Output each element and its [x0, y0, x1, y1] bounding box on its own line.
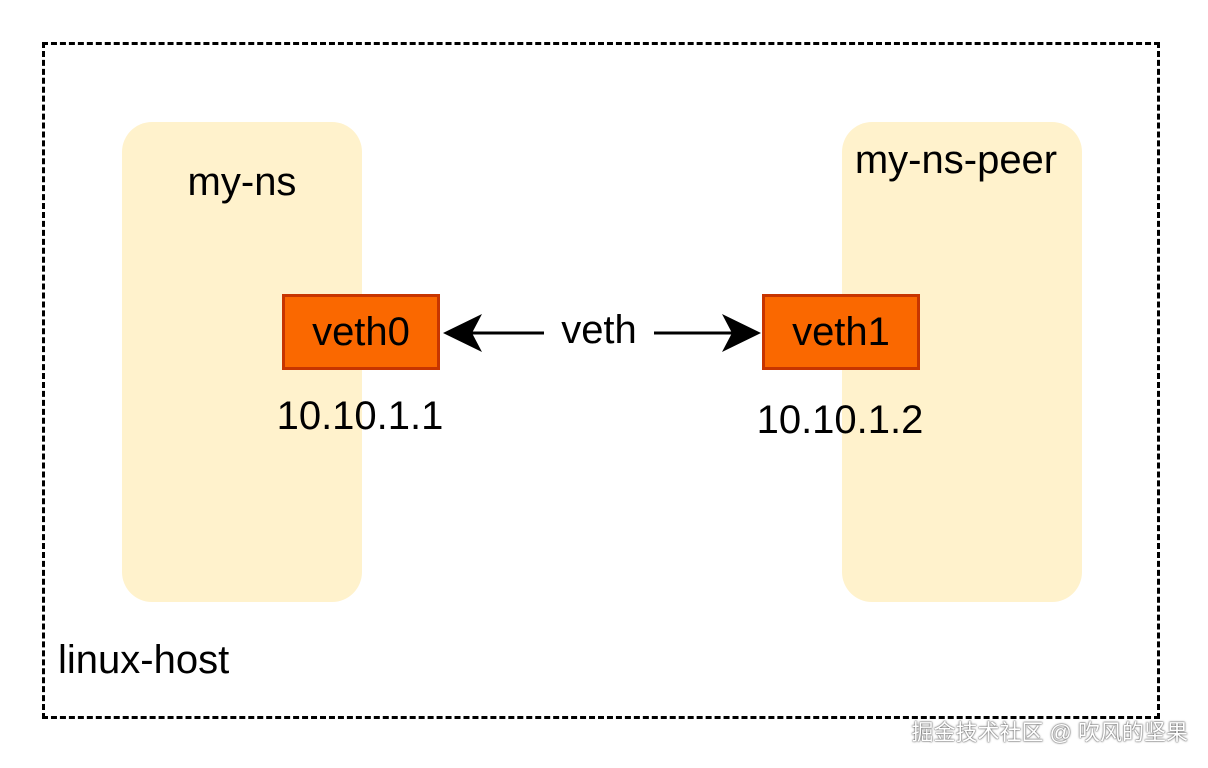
arrow-right-icon	[722, 314, 761, 352]
arrow-left-icon	[443, 314, 482, 352]
host-label: linux-host	[58, 638, 230, 682]
interface-veth1-label: veth1	[792, 309, 890, 354]
ip-address-veth0: 10.10.1.1	[276, 394, 444, 438]
veth-link-label: veth	[544, 306, 654, 354]
namespace-label-my-ns-peer: my-ns-peer	[854, 138, 1058, 182]
interface-veth0: veth0	[282, 294, 440, 370]
namespace-label-my-ns: my-ns	[187, 160, 297, 204]
interface-veth1: veth1	[762, 294, 920, 370]
watermark: 掘金技术社区 @ 吹风的坚果	[911, 720, 1188, 745]
ip-address-veth1: 10.10.1.2	[756, 398, 924, 442]
linux-host-boundary	[42, 42, 1160, 719]
interface-veth0-label: veth0	[312, 309, 410, 354]
